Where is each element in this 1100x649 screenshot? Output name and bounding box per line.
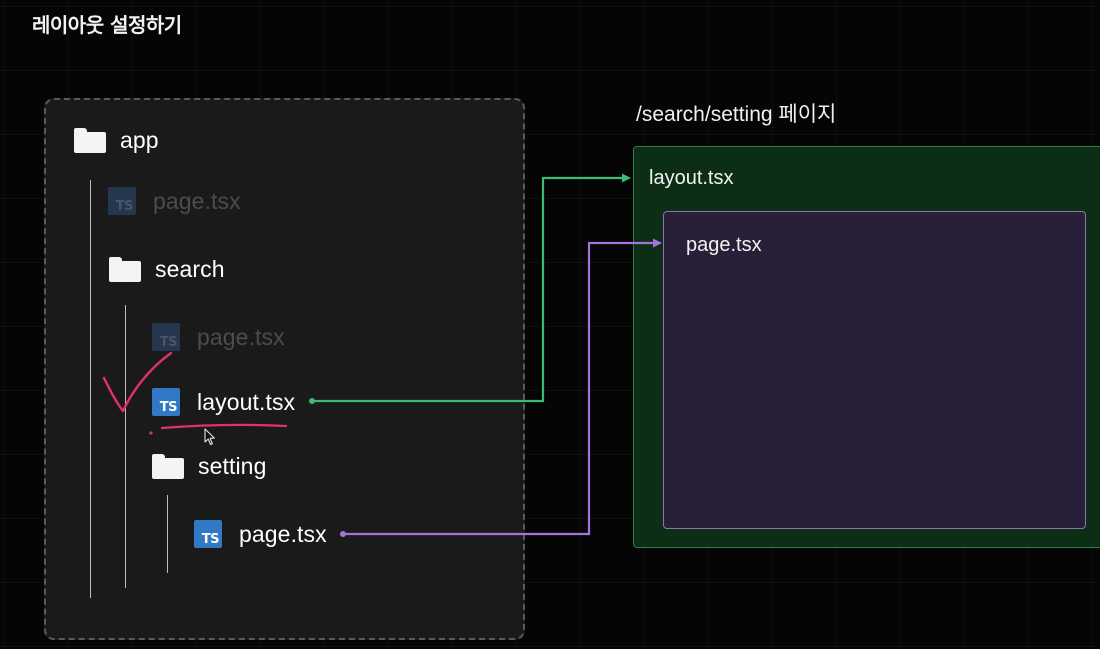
page-box: page.tsx xyxy=(663,211,1086,529)
layout-box-label: layout.tsx xyxy=(649,167,734,189)
tree-guide-app xyxy=(90,180,91,598)
typescript-file-icon: TS xyxy=(152,323,180,351)
tree-file-setting-page[interactable]: TS page.tsx xyxy=(194,518,327,550)
tree-guide-search xyxy=(125,305,126,588)
folder-icon xyxy=(74,127,106,153)
route-title: /search/setting 페이지 xyxy=(636,103,837,126)
tree-file-label: page.tsx xyxy=(153,187,241,214)
file-tree-panel xyxy=(44,98,525,640)
tree-file-app-page[interactable]: TS page.tsx xyxy=(108,185,241,217)
tree-guide-setting xyxy=(167,495,168,573)
tree-file-label: page.tsx xyxy=(197,323,285,350)
tree-folder-search[interactable]: search xyxy=(109,253,225,285)
folder-icon xyxy=(109,256,141,282)
tree-folder-label: search xyxy=(155,255,225,282)
typescript-file-icon: TS xyxy=(152,388,180,416)
tree-file-search-page[interactable]: TS page.tsx xyxy=(152,321,285,353)
page-box-label: page.tsx xyxy=(686,234,762,256)
tree-folder-app[interactable]: app xyxy=(74,124,159,156)
folder-icon xyxy=(152,453,184,479)
tree-file-label: layout.tsx xyxy=(197,388,296,415)
tree-folder-setting[interactable]: setting xyxy=(152,450,266,482)
slide-title: 레이아웃 설정하기 xyxy=(32,13,182,37)
tree-file-search-layout[interactable]: TS layout.tsx xyxy=(152,386,295,418)
typescript-file-icon: TS xyxy=(108,187,136,215)
tree-folder-label: app xyxy=(120,126,159,153)
tree-folder-label: setting xyxy=(198,452,267,479)
tree-file-label: page.tsx xyxy=(239,520,327,547)
typescript-file-icon: TS xyxy=(194,520,222,548)
